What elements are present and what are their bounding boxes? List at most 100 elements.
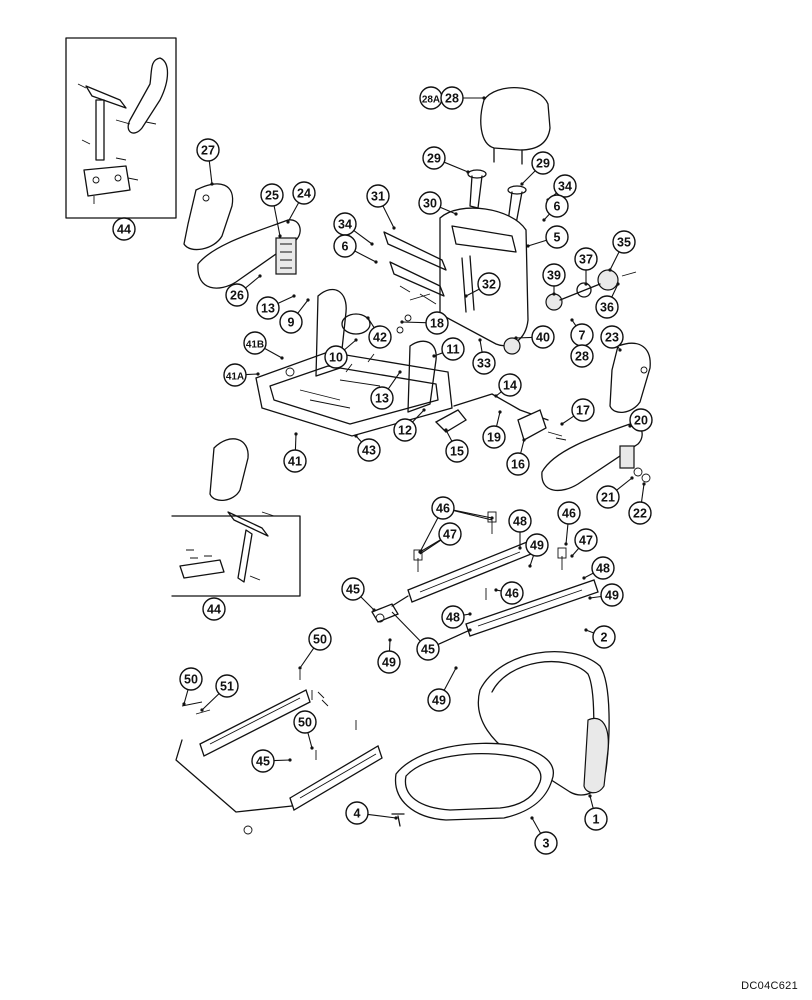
callout-46: 46 (419, 496, 494, 553)
callout-circle (500, 581, 524, 605)
callout-leader-line (443, 667, 457, 691)
callout-leader-tip (530, 816, 534, 820)
callout-leader-line (616, 477, 633, 491)
callout-leader-tip (280, 356, 284, 360)
callout-circle (600, 583, 624, 607)
callout-label: 34 (338, 217, 352, 231)
callout-49: 49 (377, 638, 401, 674)
callout-circle (425, 311, 449, 335)
callout-41A: 41A (223, 363, 260, 387)
callout-label: 41A (226, 371, 244, 382)
callout-17: 17 (560, 398, 595, 426)
callout-leader-tip (490, 516, 494, 520)
callout-leader-tip (560, 422, 564, 426)
callout-label: 49 (432, 693, 446, 707)
callout-label: 50 (313, 632, 327, 646)
callout-47: 47 (570, 528, 598, 558)
callout-circle (179, 667, 203, 691)
callout-circle (612, 230, 636, 254)
callout-19: 19 (482, 410, 506, 449)
callout-leader-line (465, 288, 480, 297)
callout-28: 28 (570, 344, 594, 368)
callout-circle (243, 331, 267, 355)
callout-label: 29 (536, 156, 550, 170)
callout-leader-line (382, 205, 395, 229)
callout-circle (196, 138, 220, 162)
callout-circle (251, 749, 275, 773)
callout-leader-line (297, 299, 309, 314)
callout-label: 6 (342, 239, 349, 253)
callout-circle (260, 183, 284, 207)
callout-45: 45 (341, 577, 376, 612)
callout-circle (557, 501, 581, 525)
callout-leader-line (387, 371, 401, 390)
callout-circle (223, 363, 247, 387)
callout-50: 50 (179, 667, 203, 706)
callout-label: 9 (288, 315, 295, 329)
callout-33: 33 (472, 338, 496, 375)
callout-label: 49 (605, 588, 619, 602)
callout-47: 47 (418, 522, 462, 555)
callout-circle (525, 533, 549, 557)
callout-leader-tip (466, 170, 470, 174)
callout-leader-tip (182, 702, 186, 706)
callout-label: 17 (576, 403, 590, 417)
callout-leader-line (496, 411, 501, 427)
callout-label: 48 (446, 610, 460, 624)
callout-label: 51 (220, 679, 234, 693)
callout-circle (506, 452, 530, 476)
callout-label: 49 (382, 655, 396, 669)
callout-label: 13 (261, 301, 275, 315)
callout-leader-tip (542, 218, 546, 222)
callout-leader-tip (422, 408, 426, 412)
callout-circle (445, 439, 469, 463)
callout-leader-tip (306, 298, 310, 302)
callout-leader-line (437, 629, 471, 645)
callout-label: 1 (593, 812, 600, 826)
callout-50: 50 (298, 627, 332, 670)
callout-leader-tip (200, 708, 204, 712)
callout-label: 28 (445, 91, 459, 105)
callout-circle (441, 605, 465, 629)
callout-34: 34 (333, 212, 374, 246)
callout-4: 4 (345, 801, 398, 825)
callout-leader-tip (372, 608, 376, 612)
callout-circle (225, 283, 249, 307)
callout-label: 15 (450, 444, 464, 458)
callout-leader-line (640, 483, 645, 503)
callout-28: 28 (440, 86, 486, 110)
callout-leader-tip (528, 564, 532, 568)
callout-leader-line (367, 317, 375, 328)
callout-label: 46 (505, 586, 519, 600)
callout-label: 37 (579, 252, 593, 266)
armrest-left-24 (197, 219, 301, 289)
callout-22: 22 (628, 482, 652, 525)
callout-29: 29 (520, 151, 555, 186)
callout-leader-line (531, 817, 542, 834)
callout-leader-tip (418, 550, 422, 554)
callout-label: 12 (398, 423, 412, 437)
callout-leader-tip (286, 220, 290, 224)
callout-leader-line (479, 339, 483, 353)
callout-leader-line (520, 439, 525, 454)
callout-label: 35 (617, 235, 631, 249)
callout-leader-line (589, 795, 594, 809)
callout-circle (600, 325, 624, 349)
callout-leader-line (287, 202, 300, 223)
callout-label: 21 (601, 490, 615, 504)
callout-label: 30 (423, 196, 437, 210)
callout-circle (629, 408, 653, 432)
callout-circle (570, 344, 594, 368)
callout-12: 12 (393, 408, 426, 442)
callout-41B: 41B (243, 331, 284, 360)
callout-leader-tip (518, 546, 522, 550)
callout-circle (508, 509, 532, 533)
callout-leader-line (515, 336, 533, 339)
callout-49: 49 (427, 666, 458, 712)
callout-circle (531, 325, 555, 349)
callout-circle (279, 310, 303, 334)
callout-leader-line (412, 409, 425, 423)
callout-circle (416, 637, 440, 661)
screw-4 (391, 813, 405, 827)
callout-leader-tip (514, 336, 518, 340)
